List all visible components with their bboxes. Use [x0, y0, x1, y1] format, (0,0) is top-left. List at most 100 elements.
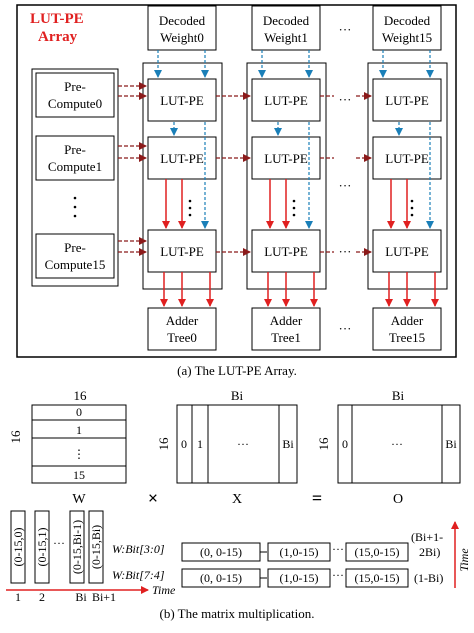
svg-text:(1,0-15): (1,0-15) — [280, 571, 319, 585]
svg-text:···: ··· — [237, 437, 249, 451]
svg-text:···: ··· — [332, 542, 344, 556]
row0-ellipsis: ··· — [339, 92, 352, 107]
lutpe-r2-c0: LUT-PE — [147, 229, 217, 273]
svg-text:1: 1 — [197, 437, 203, 451]
svg-text:···: ··· — [391, 437, 403, 451]
cell-connectors — [260, 551, 267, 579]
svg-text:Compute1: Compute1 — [48, 159, 102, 174]
svg-text:Pre-: Pre- — [64, 142, 86, 157]
w-top-label: 16 — [74, 388, 88, 403]
lutpe-r2-c15: LUT-PE — [372, 229, 442, 273]
svg-text:Decoded: Decoded — [159, 13, 206, 28]
svg-text:Bi: Bi — [75, 590, 87, 604]
precompute-arrows — [118, 82, 372, 256]
x-column-box-bi — [88, 510, 104, 584]
svg-text:Adder: Adder — [391, 313, 424, 328]
svg-text:(0, 0-15): (0, 0-15) — [200, 545, 242, 559]
w-matrix: 0 1 ⋮ 15 — [31, 404, 127, 484]
decoded-weight-0: Decoded Weight0 — [147, 5, 217, 51]
precompute-vertical-ellipsis — [73, 196, 77, 218]
decoded-ellipsis: ··· — [339, 22, 352, 37]
precompute-0: Pre- Compute0 — [35, 72, 115, 118]
svg-text:Weight0: Weight0 — [160, 30, 204, 45]
svg-text:Tree1: Tree1 — [271, 330, 301, 345]
svg-text:(15,0-15): (15,0-15) — [355, 571, 400, 585]
svg-text:Tree15: Tree15 — [389, 330, 425, 345]
x-top-label: Bi — [231, 388, 244, 403]
svg-text:(1,0-15): (1,0-15) — [280, 545, 319, 559]
o-matrix: 0 ··· Bi — [337, 404, 461, 484]
svg-text:Time: Time — [457, 548, 471, 572]
svg-text:(0-15,Bi-1): (0-15,Bi-1) — [70, 520, 84, 574]
svg-text:Compute0: Compute0 — [48, 96, 102, 111]
svg-text:Pre-: Pre- — [64, 79, 86, 94]
side-label-mid: 2Bi) — [419, 545, 440, 559]
lutpe-r2-c1: LUT-PE — [251, 229, 321, 273]
svg-text:Compute15: Compute15 — [45, 257, 106, 272]
x-column-ellipsis: ··· — [53, 536, 65, 550]
svg-text:Decoded: Decoded — [384, 13, 431, 28]
lutpe-grid: LUT-PE LUT-PE LUT-PE LUT-PE LUT-PE LUT-P… — [147, 78, 442, 273]
svg-text:1: 1 — [15, 590, 21, 604]
lutpe-r1-c15: LUT-PE — [372, 136, 442, 180]
svg-text:(0, 0-15): (0, 0-15) — [200, 571, 242, 585]
svg-text:⋮: ⋮ — [73, 447, 85, 461]
svg-text:(0-15,1): (0-15,1) — [35, 528, 49, 567]
o-name: O — [393, 492, 403, 507]
array-frame — [16, 4, 457, 358]
o-side-label: 16 — [316, 437, 331, 451]
svg-text:0: 0 — [76, 405, 82, 419]
precompute-15: Pre- Compute15 — [35, 233, 115, 279]
x-column-box-2 — [34, 510, 50, 584]
svg-text:Weight1: Weight1 — [264, 30, 308, 45]
svg-text:Pre-: Pre- — [64, 240, 86, 255]
svg-text:W:Bit[7:4]: W:Bit[7:4] — [112, 568, 165, 582]
svg-text:LUT-PE: LUT-PE — [160, 244, 204, 259]
svg-text:Weight15: Weight15 — [382, 30, 432, 45]
svg-text:LUT-PE: LUT-PE — [385, 151, 429, 166]
lutpe-r1-c0: LUT-PE — [147, 136, 217, 180]
svg-text:LUT-PE: LUT-PE — [385, 93, 429, 108]
row2-ellipsis: ··· — [339, 244, 352, 259]
x-name: X — [232, 492, 242, 507]
x-column-box-1 — [10, 510, 26, 584]
svg-text:LUT-PE: LUT-PE — [160, 93, 204, 108]
svg-text:1: 1 — [76, 423, 82, 437]
svg-text:(15,0-15): (15,0-15) — [355, 545, 400, 559]
precompute-1: Pre- Compute1 — [35, 135, 115, 181]
svg-text:0: 0 — [181, 437, 187, 451]
lutpe-r0-c15: LUT-PE — [372, 78, 442, 122]
svg-text:LUT-PE: LUT-PE — [264, 244, 308, 259]
caption-a: (a) The LUT-PE Array. — [177, 363, 297, 378]
adder-ellipsis: ··· — [339, 321, 352, 336]
lutpe-r0-c1: LUT-PE — [251, 78, 321, 122]
svg-text:(0-15,Bi): (0-15,Bi) — [89, 525, 103, 569]
time-axis-bottom: 1 2 Bi Bi+1 Time — [6, 583, 176, 604]
svg-text:LUT-PE: LUT-PE — [264, 93, 308, 108]
svg-text:Adder: Adder — [166, 313, 199, 328]
x-column-boxes: (0-15,0) (0-15,1) ··· (0-15,Bi-1) (0-15,… — [10, 510, 104, 584]
lutpe-r1-c1: LUT-PE — [251, 136, 321, 180]
decoded-weight-1: Decoded Weight1 — [251, 5, 321, 51]
decoded-weight-15: Decoded Weight15 — [372, 5, 442, 51]
svg-text:LUT-PE: LUT-PE — [264, 151, 308, 166]
svg-text:(0-15,0): (0-15,0) — [11, 528, 25, 567]
psum-arrows — [160, 179, 439, 307]
svg-text:2: 2 — [39, 590, 45, 604]
svg-text:15: 15 — [73, 468, 85, 482]
x-side-label: 16 — [156, 437, 171, 451]
svg-text:Adder: Adder — [270, 313, 303, 328]
w-name: W — [72, 492, 86, 507]
svg-text:W:Bit[3:0]: W:Bit[3:0] — [112, 542, 165, 556]
svg-text:Decoded: Decoded — [263, 13, 310, 28]
weight-arrows — [154, 50, 434, 229]
side-label-bot: (1-Bi) — [414, 571, 443, 585]
lutpe-r0-c0: LUT-PE — [147, 78, 217, 122]
svg-text:···: ··· — [332, 568, 344, 582]
equals-sign: = — [312, 488, 322, 508]
caption-b: (b) The matrix multiplication. — [159, 606, 314, 621]
svg-text:Bi: Bi — [445, 437, 457, 451]
array-title-line2: Array — [38, 29, 78, 45]
svg-text:Bi: Bi — [282, 437, 294, 451]
